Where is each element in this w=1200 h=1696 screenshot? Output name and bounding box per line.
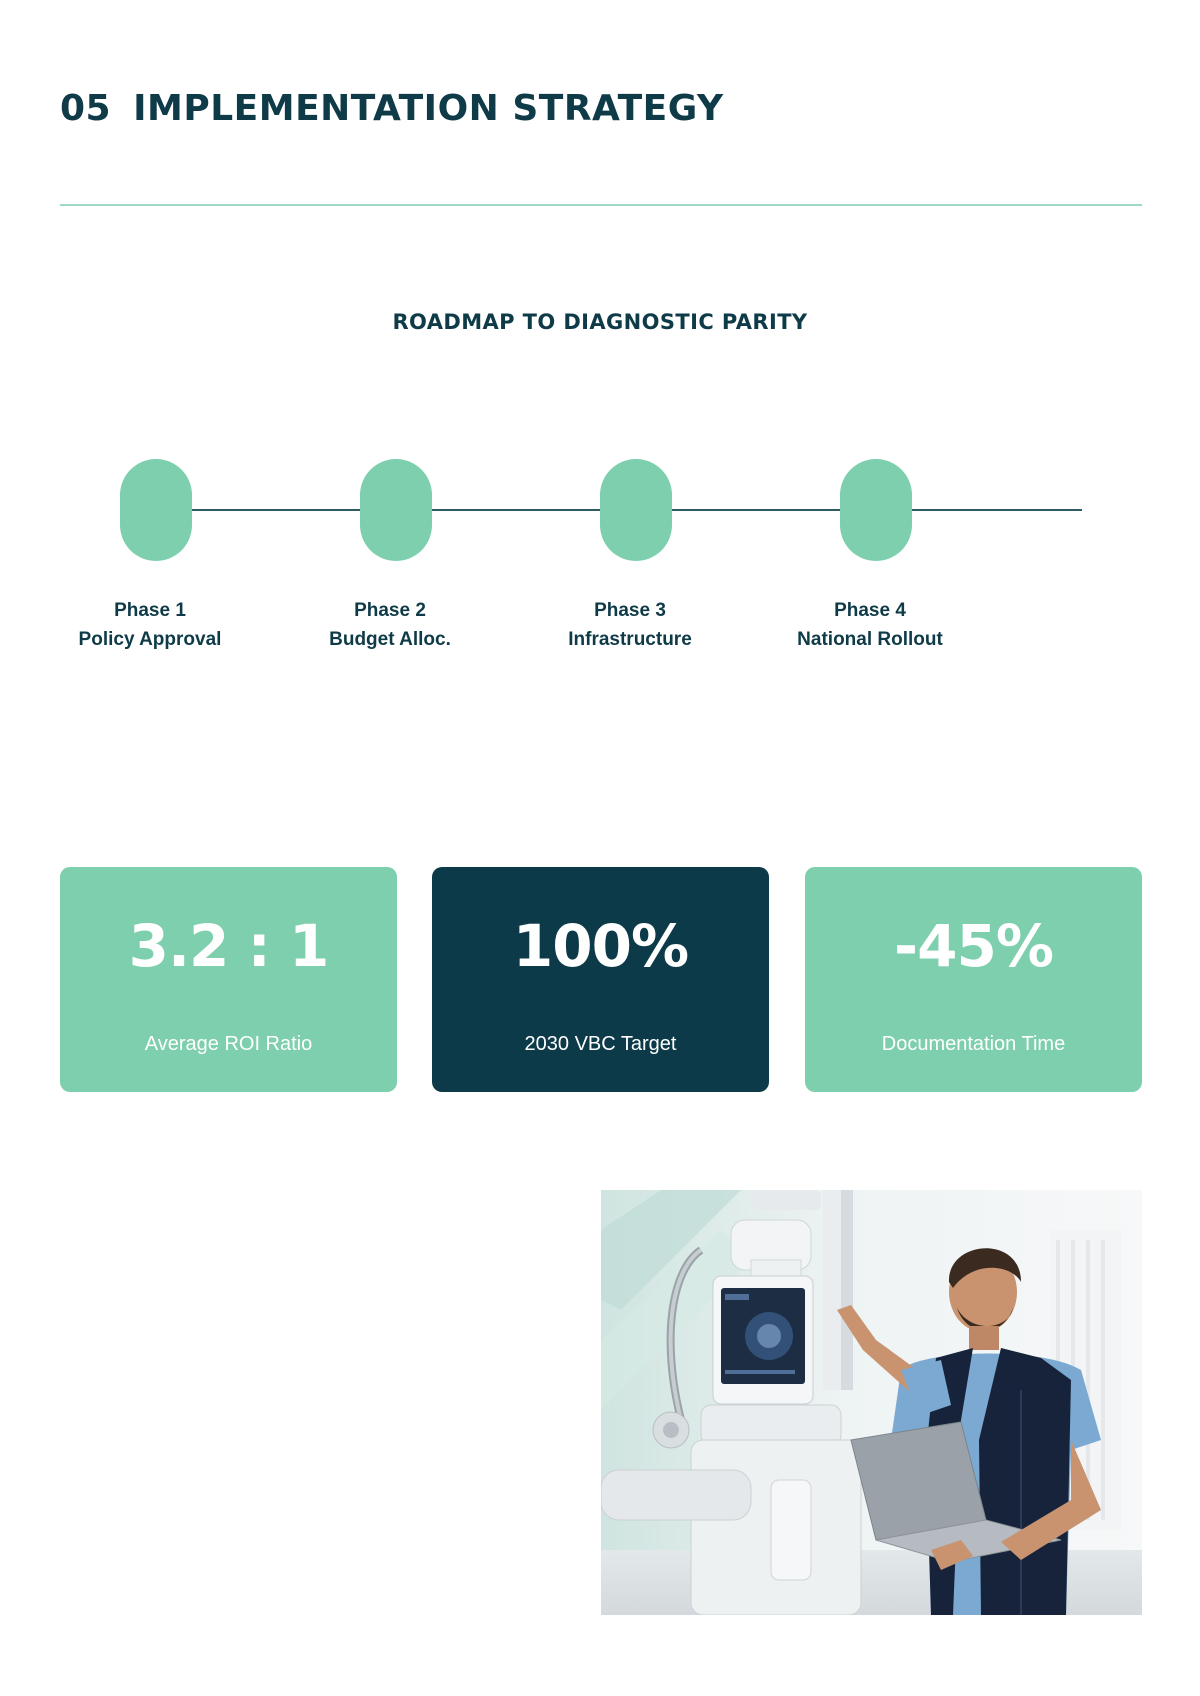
section-title: IMPLEMENTATION STRATEGY [133,88,724,129]
stat-value: 3.2 : 1 [128,912,330,980]
phase-3-node [600,459,672,561]
stat-card-roi: 3.2 : 1 Average ROI Ratio [60,867,397,1092]
phase-4-name: National Rollout [797,629,943,650]
phase-1-name: Policy Approval [78,629,222,650]
phase-2-name: Budget Alloc. [329,629,451,650]
stat-card-documentation-time: -45% Documentation Time [805,867,1142,1092]
stat-label: Average ROI Ratio [144,1033,313,1055]
section-number: 05 [60,88,112,129]
phase-3-number: Phase 3 [594,600,666,621]
phase-3-label: Phase 3 Infrastructure [510,596,750,654]
stat-label: Documentation Time [881,1033,1066,1055]
phase-4-label: Phase 4 National Rollout [750,596,990,654]
phase-1-number: Phase 1 [114,600,186,621]
phase-2-node [360,459,432,561]
clinician-xray-photo [601,1190,1142,1615]
roadmap-title: ROADMAP TO DIAGNOSTIC PARITY [392,310,808,334]
stat-value: 100% [512,912,689,980]
section-heading: 05 IMPLEMENTATION STRATEGY [60,88,724,129]
section-divider [60,204,1142,206]
phase-4-number: Phase 4 [834,600,906,621]
phase-4-node [840,459,912,561]
photo-illustration [601,1190,1142,1615]
phase-3-name: Infrastructure [568,629,692,650]
stat-value: -45% [894,912,1054,980]
phase-1-node [120,459,192,561]
phase-1-label: Phase 1 Policy Approval [30,596,270,654]
stat-label: 2030 VBC Target [524,1033,677,1055]
phase-2-label: Phase 2 Budget Alloc. [270,596,510,654]
phase-2-number: Phase 2 [354,600,426,621]
stat-card-vbc-target: 100% 2030 VBC Target [432,867,769,1092]
